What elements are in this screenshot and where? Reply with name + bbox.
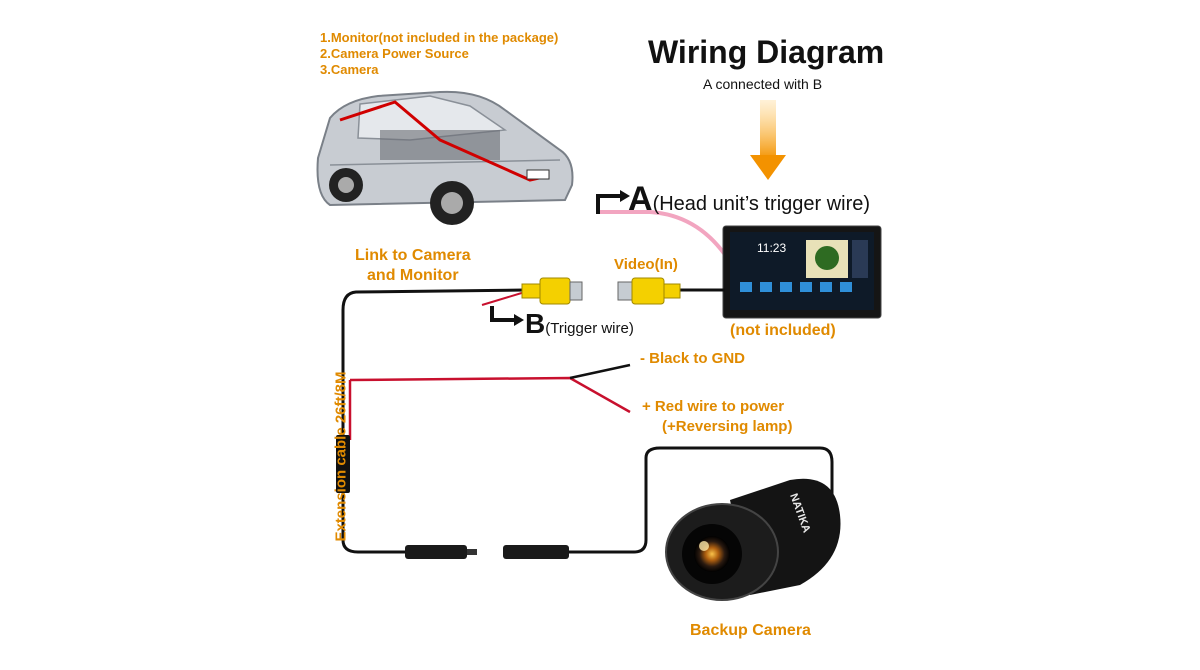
- label-a-text: (Head unit’s trigger wire): [652, 193, 871, 215]
- trigger-wire-b: [481, 291, 526, 306]
- red-power-label: + Red wire to power: [642, 398, 785, 415]
- label-b-letter: B: [525, 308, 546, 339]
- trigger-wire-a: [598, 210, 732, 264]
- camera-cable: [569, 446, 834, 554]
- down-arrow-icon: [750, 100, 786, 180]
- plug-male: [503, 545, 569, 559]
- monitor-note: (not included): [730, 322, 836, 339]
- black-gnd-label: - Black to GND: [640, 350, 746, 367]
- legend-item-camera: 3.Camera: [320, 62, 379, 77]
- rca-connector-female: [521, 277, 583, 305]
- label-a-letter: A: [628, 180, 653, 218]
- b-bend-arrow-icon: [490, 306, 516, 322]
- diagram-title: Wiring Diagram: [648, 34, 885, 70]
- inline-fuse: [336, 435, 350, 493]
- backup-camera-label: Backup Camera: [690, 622, 811, 639]
- video-label: Video(In): [614, 256, 678, 273]
- gnd-wire: [569, 363, 631, 380]
- diagram-subtitle: A connected with B: [703, 76, 823, 92]
- link-label-line2: and Monitor: [367, 267, 459, 284]
- reversing-lamp-label: (+Reversing lamp): [662, 418, 793, 435]
- monitor-clock: 11:23: [757, 241, 786, 255]
- component-legend: 1.Monitor(not included in the package) 2…: [320, 30, 558, 78]
- plug-female: [405, 545, 467, 559]
- rca-connector-male: [617, 277, 681, 305]
- label-a: A(Head unit’s trigger wire): [628, 180, 870, 219]
- label-b: B(Trigger wire): [525, 308, 634, 340]
- backup-camera: NATIKA: [665, 478, 841, 601]
- power-wire: [349, 376, 631, 414]
- label-b-text: (Trigger wire): [545, 320, 634, 337]
- legend-item-monitor: 1.Monitor(not included in the package): [320, 30, 559, 45]
- car-illustration: [316, 90, 574, 225]
- link-label-line1: Link to Camera: [355, 247, 471, 264]
- link-label: Link to Camera and Monitor: [355, 246, 471, 286]
- legend-item-power: 2.Camera Power Source: [320, 46, 469, 61]
- head-unit-monitor: 11:23: [722, 225, 882, 319]
- extension-cable-label: Extension cable 26ft/8M: [332, 371, 350, 542]
- extension-cable: [341, 288, 526, 554]
- a-bend-arrow-icon: [596, 194, 622, 214]
